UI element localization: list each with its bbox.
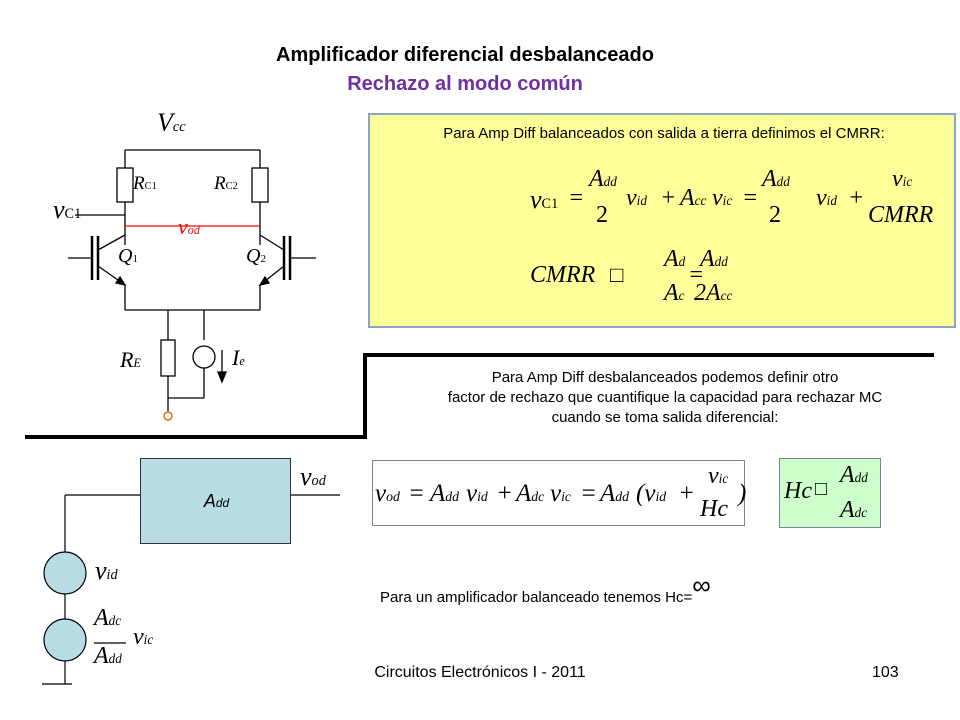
eq1-vid: vid [626,185,647,211]
vod-eq-hc-den: Hc [700,496,728,522]
amplifier-block: Add [140,458,291,544]
eq1-vic: vic [712,185,733,211]
cmrr-box-title: Para Amp Diff balanceados con salida a t… [443,125,885,142]
eq1-vid2: vid [816,185,837,211]
vid-source-icon [43,551,87,595]
unbalanced-line-1: Para Amp Diff desbalanceados podemos def… [491,369,839,386]
section-divider [25,353,934,439]
vod-eq-vic: vic [550,480,572,507]
rc2-label: RC2 [214,173,238,194]
rc2-resistor [251,167,269,203]
adc-fraction-den: Add [94,643,122,669]
vid-source-label: vid [95,556,118,585]
eq1-add-num: Add [589,166,617,192]
vod-eq-add2: Add [600,480,630,507]
vod-eq-lhs: vod [375,480,400,507]
vic-source-label: vic [133,624,154,650]
infinity-symbol: ∞ [692,570,711,600]
block-wiring [42,494,340,685]
re-resistor [160,339,176,377]
hc-definition-box [779,458,881,528]
ie-label: Ie [232,345,245,370]
eq1-two2: 2 [769,202,781,228]
rc1-label: RC1 [133,173,157,194]
current-source [192,345,216,369]
vod-eq-vic-num: vic [708,463,729,489]
vic-source-icon [43,618,87,662]
circuit-wires [68,149,316,411]
ground-terminal [163,411,173,421]
q2-label: Q2 [246,245,266,267]
eq1-lhs: vC1 [530,185,559,214]
eq2-ac: Ac [664,280,685,306]
unbalanced-line-3: cuando se toma salida diferencial: [551,409,779,426]
eq1-plus: + [660,185,677,211]
eq2-lhs: CMRR [530,262,596,288]
eq1-equals2: = [742,185,759,211]
hc-defined-symbol: □ [815,478,828,500]
hc-num: Add [840,462,868,488]
footer-page-number: 103 [872,664,899,681]
vod-circuit-label: vod [178,214,200,239]
block-output-label: vod [300,462,326,491]
hc-lhs: Hc [784,478,812,504]
footer-course: Circuitos Electrónicos I - 2011 [374,664,586,681]
vod-eq-plus2: + [678,480,695,507]
page-title: Amplificador diferencial desbalanceado [276,44,654,66]
re-label: RE [120,347,141,372]
eq2-ad: Ad [664,246,686,272]
vcc-label: Vcc [157,108,186,137]
vod-eq-equals2: = [580,480,597,507]
vod-eq-close-paren: ) [738,480,747,507]
eq1-cmrr-den: CMRR [868,202,934,228]
vod-eq-vid: vid [466,480,488,507]
vod-eq-equals: = [408,480,425,507]
vod-eq-vid2: (vid [636,480,667,507]
unbalanced-line-2: factor de rechazo que cuantifique la cap… [447,389,883,406]
eq2-add: Add [700,246,728,272]
vod-eq-add: Add [430,480,460,507]
q1-label: Q1 [118,245,138,267]
hc-den: Adc [840,497,868,523]
vc1-label: vC1 [53,195,82,224]
eq1-add-num2: Add [762,166,790,192]
eq2-2acc: 2Acc [694,280,733,306]
page-subtitle: Rechazo al modo común [347,73,583,95]
eq1-two: 2 [596,202,608,228]
eq2-equals: = [688,262,705,288]
vod-eq-plus: + [496,480,513,507]
eq2-defined-symbol: □ [610,262,624,287]
vod-equation-box [372,460,745,526]
cmrr-definition-box: Para Amp Diff balanceados con salida a t… [368,113,956,328]
rc1-resistor [116,167,134,203]
balanced-text: Para un amplificador balanceado tenemos … [380,589,693,606]
amplifier-block-label: Add [203,491,230,511]
unbalanced-description: Para Amp Diff desbalanceados podemos def… [370,368,960,428]
adc-fraction-num: Adc [94,605,122,631]
eq1-acc: Acc [680,185,707,211]
eq1-plus2: + [848,185,865,211]
balanced-statement: Para un amplificador balanceado tenemos … [380,570,900,609]
eq1-vic-num: vic [892,166,913,192]
eq1-equals: = [568,185,585,211]
vod-eq-adc: Adc [516,480,545,507]
